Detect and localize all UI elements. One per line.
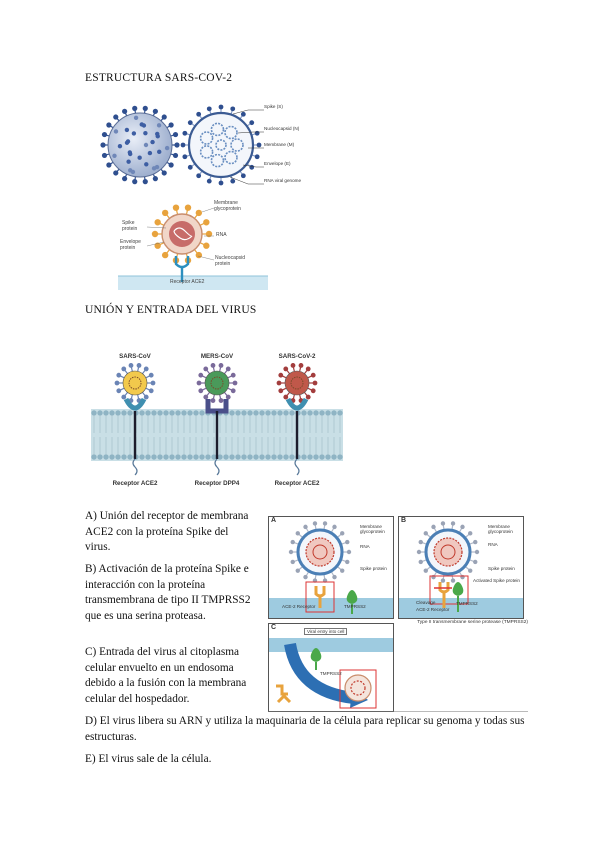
paragraph-a: A) Unión del receptor de membrana ACE2 c… xyxy=(85,510,249,554)
panel-b-tmprss2: TMPRSS2 xyxy=(456,601,478,606)
panel-a xyxy=(268,516,394,619)
panel-b-spike: Spike protein xyxy=(488,566,515,571)
label-genome: RNA viral genome xyxy=(264,178,302,183)
label-nucleocapsid-protein: Nucleocapsid protein xyxy=(215,255,246,267)
label-nucleocapsid: Nucleocapsid (N) xyxy=(264,126,300,131)
receptor-label-1: Receptor ACE2 xyxy=(112,480,158,487)
panel-a-tmprss2: TMPRSS2 xyxy=(344,604,366,609)
panel-b-membrane: Membrane glycoprotein xyxy=(488,524,513,534)
virion-figure xyxy=(100,104,264,186)
paragraph-c: C) Entrada del virus al citoplasma celul… xyxy=(85,646,247,705)
panel-a-rna: RNA xyxy=(360,544,370,549)
label-membrane: Membrane (M) xyxy=(264,142,295,147)
panel-a-membrane: Membrane glycoprotein xyxy=(360,524,385,534)
virion-full xyxy=(100,105,180,185)
panel-c-letter: C xyxy=(271,624,277,631)
label-spike-protein: Spike protein xyxy=(122,220,138,232)
label-membrane-glycoprotein: Membrane glycoprotein xyxy=(214,200,241,212)
paragraph-b: B) Activación de la proteína Spike e int… xyxy=(85,563,251,622)
label-rna: RNA xyxy=(216,232,227,238)
label-receptor-ace2: Receptor ACE2 xyxy=(170,279,205,285)
paragraph-e: E) El virus sale de la célula. xyxy=(85,753,212,765)
heading-structure: ESTRUCTURA SARS-COV-2 xyxy=(85,72,233,84)
label-envelope-protein: Envelope protein xyxy=(120,239,141,251)
label-spike: Spike (S) xyxy=(264,104,283,109)
receptor-binding-figure xyxy=(118,204,268,290)
panel-b-letter: B xyxy=(401,517,407,524)
heading-entry: UNIÓN Y ENTRADA DEL VIRUS xyxy=(85,304,257,316)
panel-b-ace2: ACE-2 Receptor xyxy=(416,607,450,612)
panel-b xyxy=(398,516,524,619)
virion-cross-section xyxy=(180,104,262,186)
entry-mechanism-figure xyxy=(268,516,528,712)
virus-label-2: MERS-CoV xyxy=(200,353,234,360)
receptor-comparison-figure xyxy=(91,347,343,495)
virus-label-3: SARS-CoV-2 xyxy=(278,353,316,360)
panel-b-rna: RNA xyxy=(488,542,498,547)
panel-c xyxy=(268,623,394,712)
panel-a-ace2: ACE-2 Receptor xyxy=(282,604,316,609)
panel-c-entry: Viral entry into cell xyxy=(304,628,348,635)
label-envelope: Envelope (E) xyxy=(264,161,291,166)
panel-a-spike: Spike protein xyxy=(360,566,387,571)
receptor-label-2: Receptor DPP4 xyxy=(194,480,240,487)
panel-b-activated: Activated Spike protein xyxy=(473,578,520,583)
virus-label-1: SARS-CoV xyxy=(119,353,151,360)
panel-c-tmprss2: TMPRSS2 xyxy=(320,671,342,676)
receptor-label-3: Receptor ACE2 xyxy=(274,480,320,487)
tmprss2-legend: Type II transmembrane serine protease (T… xyxy=(417,620,528,625)
panel-a-letter: A xyxy=(271,517,277,524)
panel-b-cleavage: Cleavage xyxy=(416,600,436,605)
paragraph-d: D) El virus libera su ARN y utiliza la m… xyxy=(85,715,525,743)
